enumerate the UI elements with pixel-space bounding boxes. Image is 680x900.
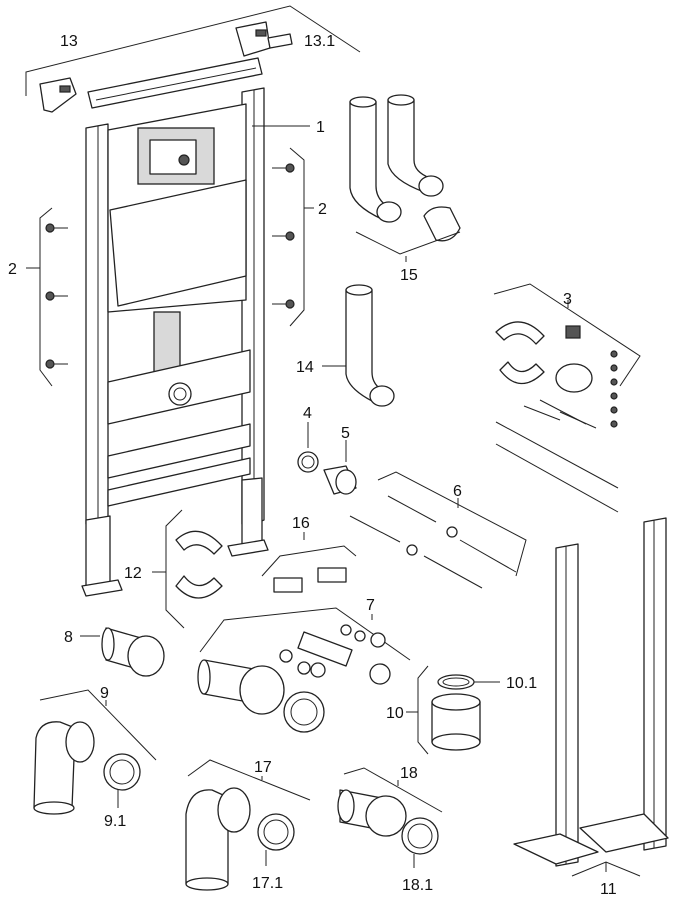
part-10-pipe-sleeve [406,665,481,755]
label-12: 12 [124,565,142,582]
part-7-connection-set [197,607,411,733]
part-9-pan-connector-elbow [33,689,157,815]
label-18-1: 18.1 [402,877,433,894]
part-4-seal-ring [297,422,319,473]
part-1-installation-frame [81,87,310,597]
label-16: 16 [292,515,310,532]
label-2-right: 2 [318,201,327,218]
part-18-1-seal-ring [401,817,439,868]
part-18-connection-adapter [337,767,443,837]
label-10-1: 10.1 [506,675,537,692]
part-8-pipe-adapter [80,627,165,677]
label-17: 17 [254,759,272,776]
label-7: 7 [366,597,375,614]
label-14: 14 [296,359,314,376]
part-16-clips [261,532,357,593]
label-3: 3 [563,291,572,308]
part-15-flush-bends [349,94,461,262]
part-2-screws-left [26,207,68,387]
label-8: 8 [64,629,73,646]
part-2-screws-right [272,147,314,327]
label-9: 9 [100,685,109,702]
part-11-floor-stands [513,517,669,877]
part-10-1-seal-ring [437,674,500,690]
part-14-flush-bend [322,284,395,407]
part-17-pan-connector-elbow [185,759,311,891]
part-3-fixing-set [493,283,641,513]
part-13-1-bracket-screw [267,33,293,49]
label-13-1: 13.1 [304,33,335,50]
label-6: 6 [453,483,462,500]
part-labels: 13 13.1 1 2 2 15 3 14 4 5 6 16 12 7 8 10… [8,33,617,898]
part-6-threaded-rods [349,471,527,589]
label-1: 1 [316,119,325,136]
label-4: 4 [303,405,312,422]
part-9-1-seal-ring [103,753,141,808]
part-5-connection-sleeve [323,440,357,495]
label-5: 5 [341,425,350,442]
part-12-support-brackets [152,509,223,629]
label-18: 18 [400,765,418,782]
label-15: 15 [400,267,418,284]
label-9-1: 9.1 [104,813,126,830]
label-2-left: 2 [8,261,17,278]
part-17-1-seal-ring [257,813,295,866]
label-11: 11 [600,881,617,898]
label-13: 13 [60,33,78,50]
label-17-1: 17.1 [252,875,283,892]
part-13-wall-bracket-rail [25,5,361,113]
label-10: 10 [386,705,404,722]
